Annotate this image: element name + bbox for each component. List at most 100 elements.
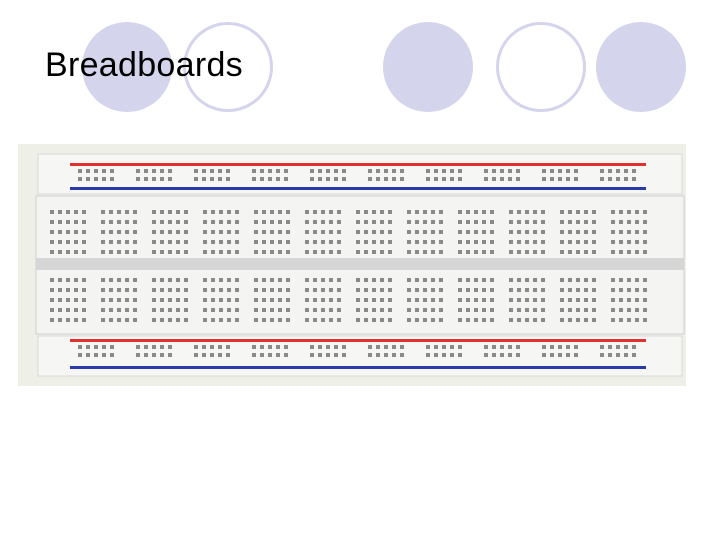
terminal-hole [109,278,113,282]
terminal-hole [235,278,239,282]
power-hole [458,345,462,349]
power-hole [276,177,280,181]
terminal-hole [431,250,435,254]
terminal-hole [125,318,129,322]
terminal-hole [627,240,631,244]
terminal-hole [321,298,325,302]
terminal-hole [423,210,427,214]
power-hole [152,177,156,181]
power-rails [70,163,646,369]
power-hole [78,177,82,181]
terminal-hole [415,210,419,214]
decor-circle-outline-2 [496,22,586,112]
power-hole [226,169,230,173]
terminal-hole [568,318,572,322]
terminal-hole [407,230,411,234]
terminal-hole [211,288,215,292]
terminal-hole [635,298,639,302]
terminal-hole [509,288,513,292]
terminal-hole [125,308,129,312]
terminal-hole [482,318,486,322]
terminal-hole [184,298,188,302]
terminal-hole [168,288,172,292]
terminal-hole [227,240,231,244]
terminal-hole [82,240,86,244]
terminal-hole [576,308,580,312]
power-hole [310,345,314,349]
terminal-hole [66,250,70,254]
terminal-hole [482,220,486,224]
terminal-hole [458,220,462,224]
terminal-hole [74,298,78,302]
terminal-hole [286,240,290,244]
terminal-hole [133,308,137,312]
terminal-hole [611,288,615,292]
terminal-hole [541,240,545,244]
terminal-hole [627,220,631,224]
terminal-hole [533,288,537,292]
terminal-hole [364,288,368,292]
terminal-hole [611,220,615,224]
terminal-hole [270,230,274,234]
terminal-hole [466,250,470,254]
terminal-hole [203,250,207,254]
power-hole [566,177,570,181]
terminal-hole [415,298,419,302]
terminal-hole [388,308,392,312]
terminal-hole [356,230,360,234]
terminal-hole [109,230,113,234]
power-hole [202,353,206,357]
terminal-hole [619,288,623,292]
terminal-hole [509,318,513,322]
terminal-hole [584,210,588,214]
terminal-hole [262,230,266,234]
terminal-hole [152,278,156,282]
terminal-hole [643,298,647,302]
terminal-hole [74,240,78,244]
terminal-hole [356,308,360,312]
power-hole [566,345,570,349]
terminal-hole [541,318,545,322]
terminal-hole [474,288,478,292]
terminal-hole [50,240,54,244]
power-hole [450,169,454,173]
terminal-hole [305,250,309,254]
terminal-hole [254,278,258,282]
terminal-hole [423,278,427,282]
power-hole [442,169,446,173]
terminal-hole [635,250,639,254]
terminal-hole [305,240,309,244]
power-hole [574,353,578,357]
terminal-hole [380,220,384,224]
terminal-hole [101,288,105,292]
power-hole [326,353,330,357]
terminal-hole [482,250,486,254]
terminal-hole [329,240,333,244]
terminal-hole [168,220,172,224]
terminal-hole [58,318,62,322]
terminal-hole [533,220,537,224]
terminal-hole [576,298,580,302]
power-hole [334,353,338,357]
terminal-hole [439,220,443,224]
power-hole [600,169,604,173]
power-hole [202,345,206,349]
terminal-hole [592,318,596,322]
terminal-hole [254,288,258,292]
terminal-hole [74,230,78,234]
terminal-hole [568,288,572,292]
power-hole [168,177,172,181]
terminal-hole [305,308,309,312]
terminal-hole [407,278,411,282]
terminal-hole [270,210,274,214]
terminal-hole [168,308,172,312]
terminal-hole [227,308,231,312]
terminal-hole [101,318,105,322]
terminal-hole [321,210,325,214]
terminal-hole [203,240,207,244]
terminal-hole [568,230,572,234]
terminal-hole [627,298,631,302]
power-hole [608,353,612,357]
terminal-hole [533,230,537,234]
terminal-hole [305,318,309,322]
